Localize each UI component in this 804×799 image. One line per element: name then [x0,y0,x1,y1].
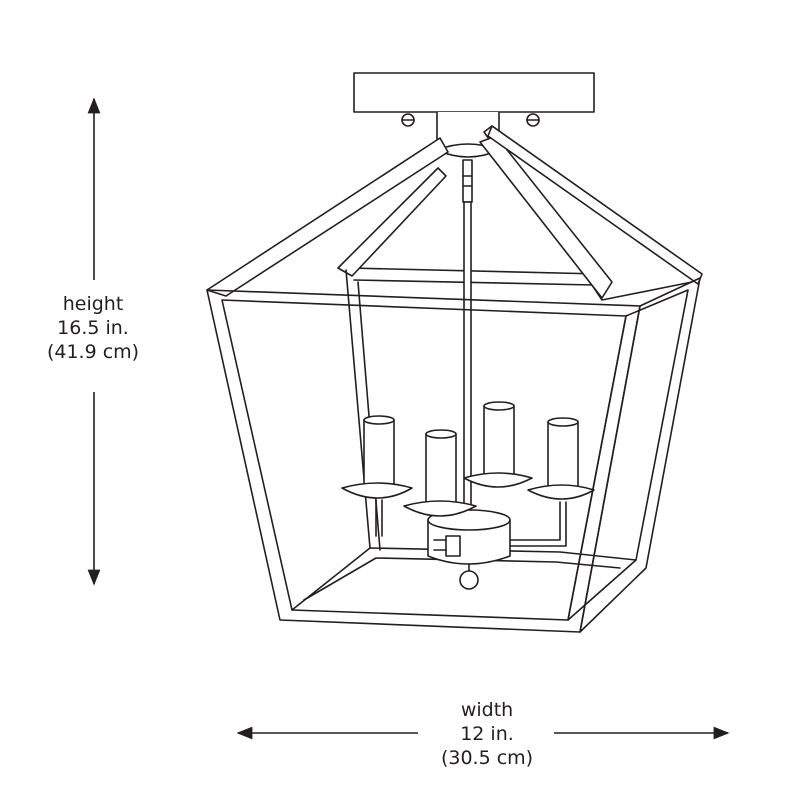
height-imperial-value: 16.5 in. [57,317,129,339]
lantern-fixture [206,72,703,633]
width-label-text: width [460,699,514,721]
height-dimension-label: height 16.5 in. (41.9 cm) [40,292,146,364]
width-imperial-value: 12 in. [460,723,514,745]
ceiling-canopy [353,72,595,113]
width-metric-value: (30.5 cm) [440,747,534,769]
height-label-text: height [62,293,124,315]
height-metric-value: (41.9 cm) [46,341,140,363]
width-dimension-label: width 12 in. (30.5 cm) [420,698,554,770]
